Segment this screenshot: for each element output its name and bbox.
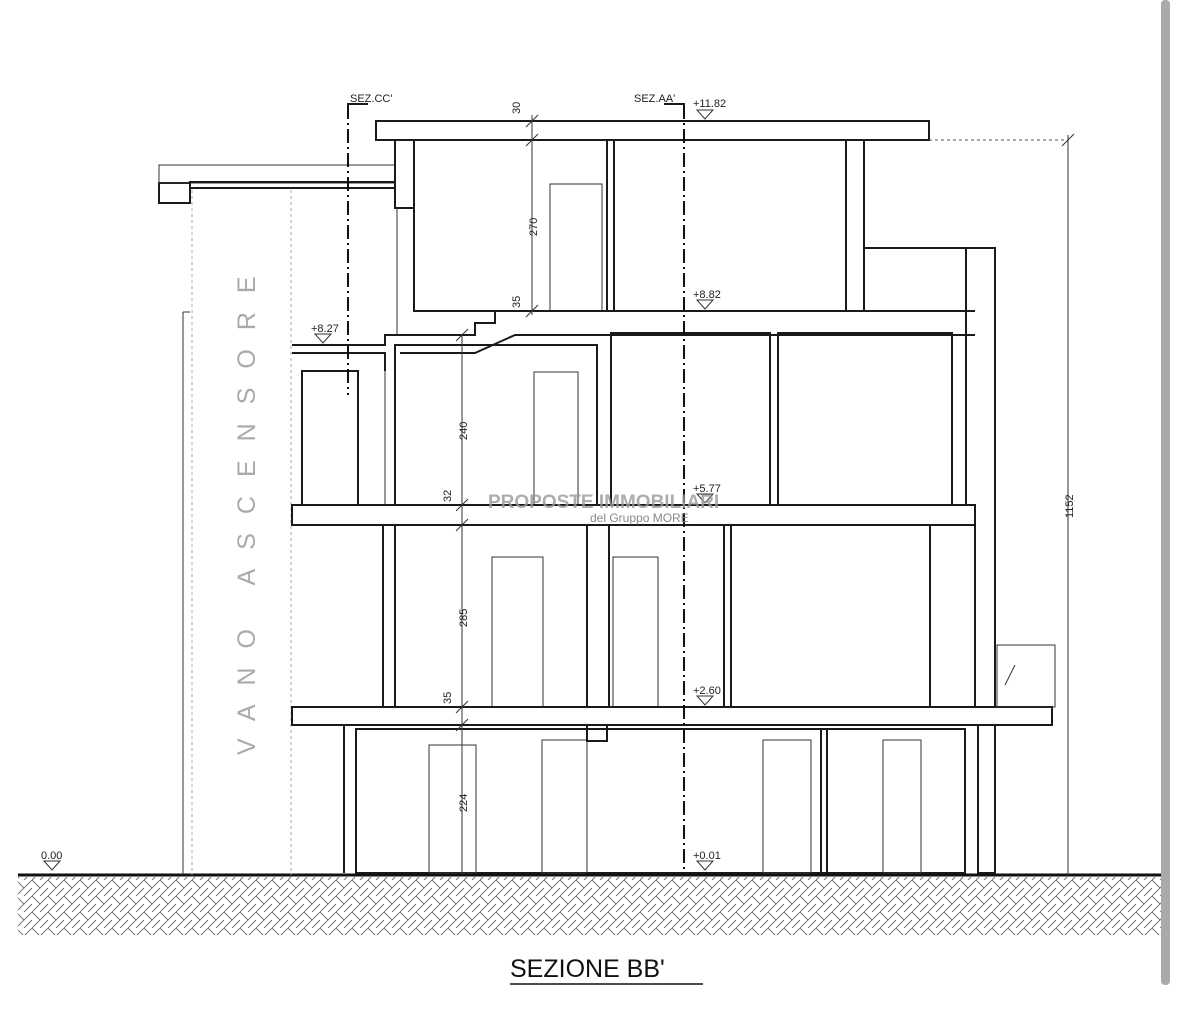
watermark-title: PROPOSTE IMMOBILIARI xyxy=(488,492,719,513)
elevator-shaft: VANO ASCENSORE xyxy=(182,190,292,875)
level-terrace: +8.27 xyxy=(311,323,339,335)
scrollbar[interactable] xyxy=(1161,0,1170,985)
level-2: +5.77 xyxy=(693,483,721,495)
level-3: +8.82 xyxy=(693,289,721,301)
dim-h1: 285 xyxy=(458,609,470,627)
section-mark-aa: SEZ.AA' xyxy=(634,93,675,105)
dim-h3: 270 xyxy=(528,218,540,236)
dimension-lines xyxy=(455,114,1075,875)
canopy xyxy=(158,164,396,204)
watermark-subtitle: del Gruppo MORE xyxy=(590,511,689,525)
dim-total: 1152 xyxy=(1064,494,1076,518)
dim-h0: 224 xyxy=(458,794,470,812)
level-0: +0.01 xyxy=(693,850,721,862)
dim-slab1: 35 xyxy=(442,692,454,704)
dim-slab2: 32 xyxy=(442,490,454,502)
level-roof: +11.82 xyxy=(693,98,726,110)
level-markers: +11.82 +8.82 +8.27 +5.77 +2.60 +0.01 0.0… xyxy=(41,98,726,871)
level-1: +2.60 xyxy=(693,685,721,697)
section-mark-cc: SEZ.CC' xyxy=(350,93,392,105)
level-ground: 0.00 xyxy=(41,850,62,862)
shaft-label: VANO ASCENSORE xyxy=(233,257,261,755)
building-section xyxy=(291,120,1056,874)
dim-slab3: 35 xyxy=(511,296,523,308)
dim-h2: 240 xyxy=(458,422,470,440)
ground xyxy=(18,873,1162,935)
dim-roof-slab: 30 xyxy=(511,102,523,114)
drawing-title: SEZIONE BB' xyxy=(510,955,665,983)
